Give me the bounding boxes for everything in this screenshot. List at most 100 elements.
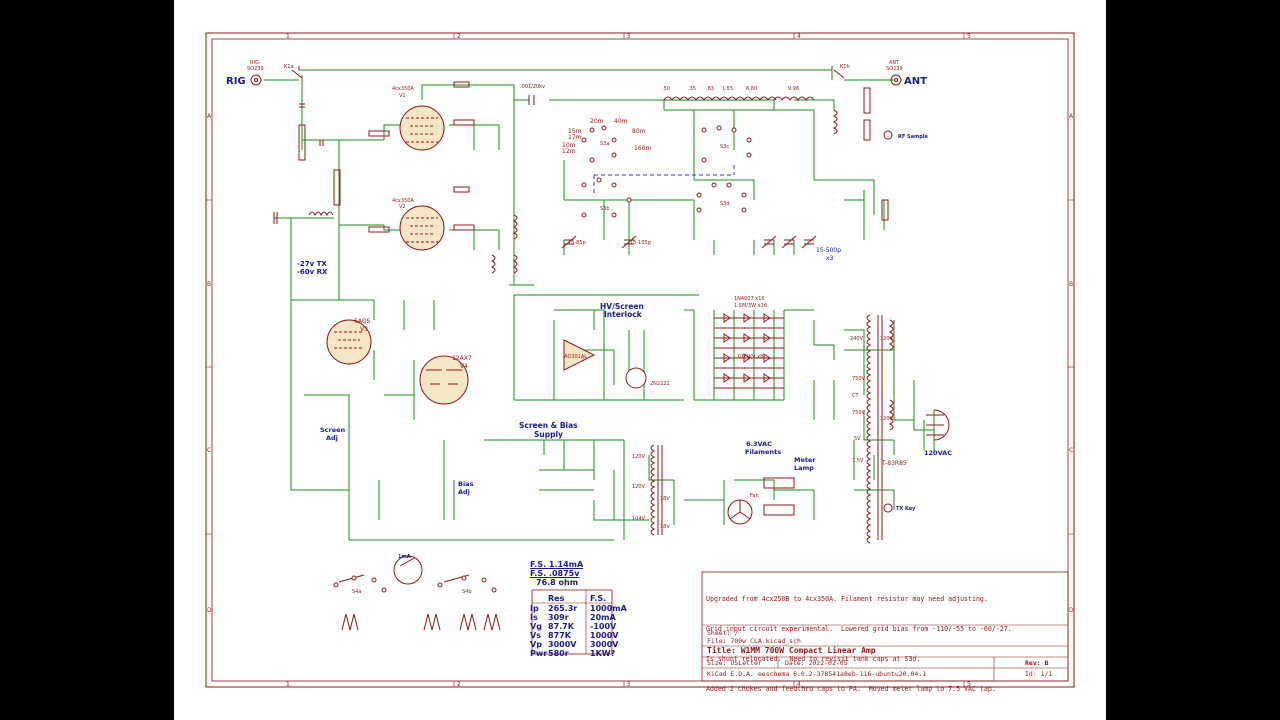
col-label: 4: [797, 681, 801, 688]
k1a-label: K1a: [284, 64, 294, 70]
screen-supply-title: Screen & Bias: [519, 421, 578, 430]
band-label: 40m: [614, 118, 628, 125]
notes-frame: [701, 571, 1069, 682]
resistor: [453, 81, 470, 88]
vcap-label: x3: [826, 255, 834, 262]
tb-rev: Rev: B: [1025, 659, 1049, 667]
rig-type-label: SO239: [247, 66, 264, 72]
resistor: [863, 87, 871, 114]
meter-table-cell: 1000mA: [590, 604, 627, 613]
tb-sheet: Sheet: /: [707, 629, 739, 637]
row-label: D: [207, 607, 212, 614]
meter-table-cell: 877K: [548, 631, 571, 640]
meter-fs2: F.S. .0875v: [530, 569, 580, 578]
tx-key-connector-icon: [883, 503, 893, 513]
column-markers: [206, 33, 1074, 687]
screen-adj-label: Screen: [320, 426, 346, 434]
switch-label: S3d: [720, 201, 730, 207]
v1-type-label: 4cx350A: [392, 86, 414, 92]
opamp-label: AD301AL: [564, 354, 587, 360]
meter-table-cell: 3000V: [548, 640, 577, 649]
col-label: 3: [627, 681, 631, 688]
transformer-tap: 750V: [852, 410, 866, 416]
tx-key-label: TX Key: [896, 506, 916, 512]
rig-label: RIG: [226, 76, 246, 87]
screen-tap: 120V: [632, 454, 646, 460]
meter-table-cell: Pwr: [530, 649, 548, 658]
meter-icon: [393, 555, 423, 585]
note-line: Is shunt relocated. Need to revisit tank…: [706, 655, 921, 663]
component-labels: RIG SO239 ANT SO239 K1a K1b 4cx350A V1 4…: [247, 60, 907, 595]
ant-conn-label: ANT: [889, 60, 900, 66]
tube-v2: [399, 205, 445, 251]
variable-cap: [761, 235, 777, 249]
meter-table-cell: 87.7K: [548, 622, 574, 631]
hv-res-label: 1.5M/3W x16: [734, 303, 767, 309]
row-label: C: [207, 447, 211, 454]
bias-adj-label2: Adj: [458, 488, 470, 496]
section-labels: RIG ANT HV/Screen Interlock Screen & Bia…: [226, 76, 952, 560]
tank-value: 9.96: [788, 86, 799, 92]
switch-label: S4b: [462, 589, 472, 595]
tube-v1: [399, 105, 445, 151]
meter-table-cell: 580r: [548, 649, 569, 658]
resistor: [863, 119, 871, 141]
opamp-icon: [563, 339, 596, 371]
row-label: C: [1069, 447, 1073, 454]
col-label: 3: [627, 33, 631, 40]
resistor: [453, 186, 470, 193]
meter-fs3: 76.8 ohm: [536, 578, 579, 587]
transformer-tap: 7.5V: [852, 458, 864, 464]
fan-label: Fan: [750, 493, 759, 499]
transformer-tap: 120V: [880, 416, 894, 422]
schematic-svg: 1 2 3 4 5 1 2 3 4 5 A B C D A B C D: [205, 32, 1075, 688]
meter-table-cell: Is: [530, 613, 538, 622]
variable-cap: [801, 235, 817, 249]
variable-cap: [781, 235, 797, 249]
vcap-label: 15-500p: [816, 247, 841, 254]
title-block: Sheet: / File: 700w CLA.kicad_sch Title:…: [703, 626, 1070, 684]
meter-table-cell: 1KW?: [590, 649, 616, 658]
k1b-label: K1b: [840, 64, 850, 70]
col-label: 4: [797, 33, 801, 40]
note-line: Added 2 chokes and feedthru caps to PA. …: [706, 685, 996, 693]
meter-lamp-label: Meter: [794, 456, 816, 464]
relay-k1: [763, 477, 795, 489]
switch-label: S4a: [352, 589, 361, 595]
meter-lamp-label2: Lamp: [794, 464, 814, 472]
transformer-tap: 750V: [852, 376, 866, 382]
tb-tool: KiCad E.D.A. eeschema 6.0.2-378541a8eb-1…: [707, 670, 927, 678]
tb-file: File: 700w CLA.kicad_sch: [707, 637, 801, 645]
col-label: 1: [286, 681, 290, 688]
row-label: A: [1069, 113, 1074, 120]
v3-label: V3: [360, 326, 368, 333]
transformer-primary: [888, 319, 894, 431]
hv-sub: Interlock: [604, 310, 643, 319]
wires: [264, 69, 935, 541]
resistor: [333, 169, 341, 206]
ant-label: ANT: [904, 76, 927, 87]
tank-coil: [663, 96, 777, 101]
meter-table-frame: [531, 589, 613, 655]
transformer-tap: CT: [852, 393, 859, 399]
screen-supply-sub: Supply: [534, 430, 563, 439]
transistor-icon: [625, 367, 647, 389]
screen-transformer: [650, 444, 656, 536]
band-label: 15m: [568, 128, 582, 135]
meter-hdr-fs: F.S.: [590, 594, 607, 603]
v4-label: V4: [460, 363, 468, 370]
switch-label: S3b: [600, 206, 610, 212]
row-label: D: [1069, 607, 1074, 614]
notes-block: Upgraded from 4cx250B to 4cx350A. Filame…: [706, 574, 1070, 704]
screen-adj-label2: Adj: [326, 434, 338, 442]
meter-table-cell: Ip: [530, 604, 539, 613]
resistor: [368, 226, 390, 233]
hv-diodes-label: 1N4007 x16: [734, 296, 765, 302]
choke: [512, 254, 518, 274]
transformer-label: T-83R85: [881, 460, 907, 467]
col-label: 2: [457, 681, 461, 688]
tank-value: .50: [662, 86, 670, 92]
meter-hdr-res: Res: [548, 594, 565, 603]
inner-border: [211, 38, 1069, 682]
col-label: 5: [967, 681, 971, 688]
